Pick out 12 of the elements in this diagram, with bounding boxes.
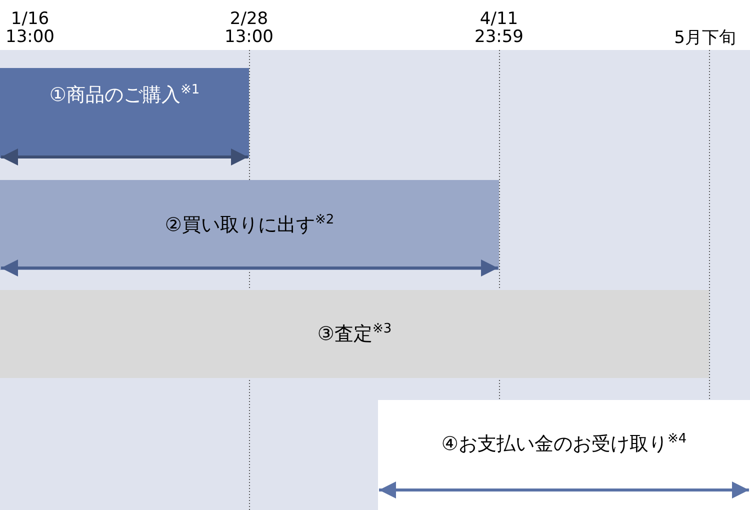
timeline-bar <box>0 290 709 378</box>
timeline-bar <box>0 180 499 270</box>
bar-label: ③査定$^{※3}$ <box>317 321 392 347</box>
bar-label: ②買い取りに出す$^{※2}$ <box>164 212 334 238</box>
bar-label: ④お支払い金のお受け取り$^{※4}$ <box>441 431 687 457</box>
bar-label: ①商品のご購入$^{※1}$ <box>49 82 200 108</box>
timeline-bar <box>378 400 750 510</box>
date-label: 4/11 23:59 <box>474 10 524 46</box>
date-label: 1/16 13:00 <box>4 10 56 46</box>
date-label: 5月下旬 <box>673 29 737 47</box>
date-label: 2/28 13:00 <box>224 10 274 46</box>
timeline-bar <box>0 68 249 158</box>
